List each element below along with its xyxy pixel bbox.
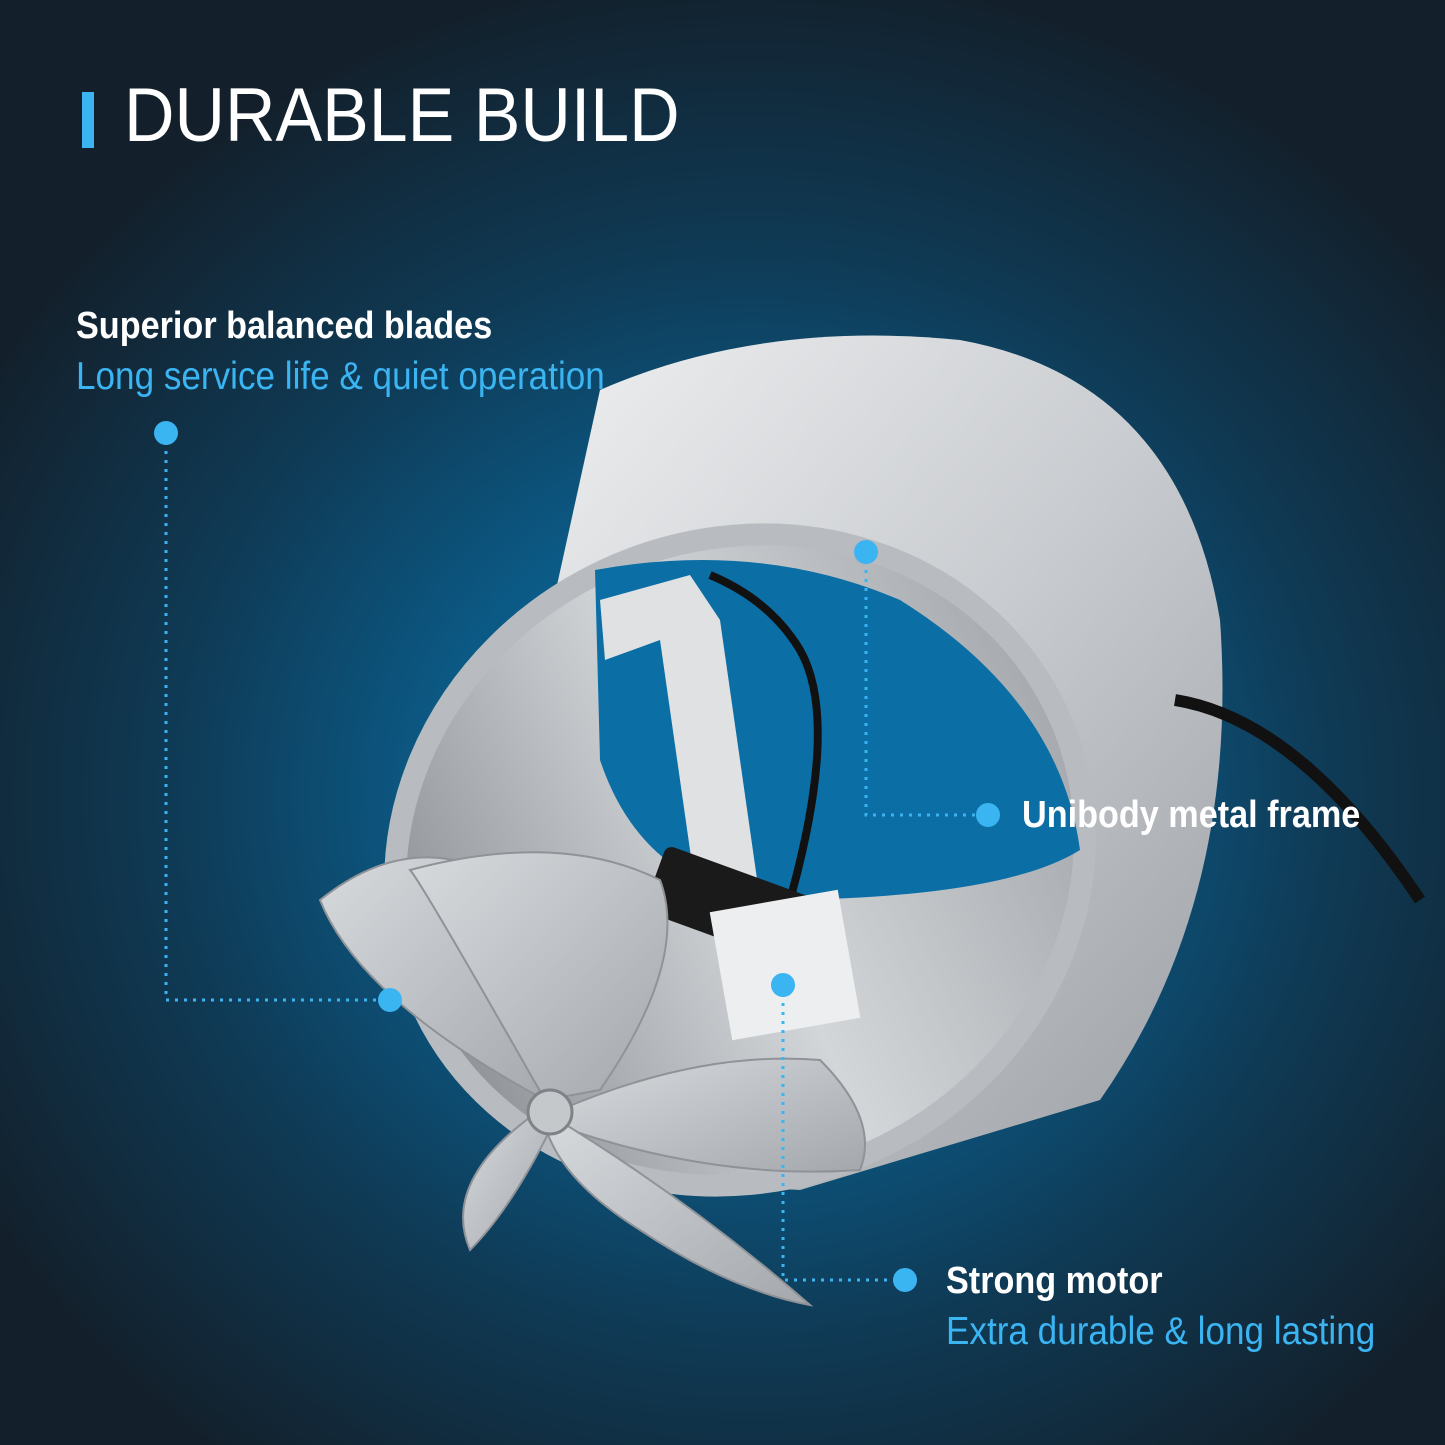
callout-motor-heading: Strong motor <box>946 1260 1163 1302</box>
callout-dot <box>771 973 795 997</box>
fan-hub <box>526 1088 574 1136</box>
fan-blades <box>318 851 866 1307</box>
callout-dot <box>893 1268 917 1292</box>
callout-dot <box>154 421 178 445</box>
callout-dot <box>976 803 1000 827</box>
callout-frame-heading: Unibody metal frame <box>1022 794 1361 836</box>
callout-blades-heading: Superior balanced blades <box>76 305 493 347</box>
callout-blades-subtitle: Long service life & quiet operation <box>76 355 605 398</box>
title-accent-bar <box>82 92 94 148</box>
callout-dot <box>854 540 878 564</box>
external-cord <box>1174 694 1425 904</box>
page-title: DURABLE BUILD <box>124 73 680 158</box>
leader-lines <box>164 433 988 1282</box>
callout-dot <box>378 988 402 1012</box>
callout-motor-subtitle: Extra durable & long lasting <box>946 1310 1376 1353</box>
power-cord <box>708 571 822 902</box>
motor-bracket <box>600 575 760 920</box>
